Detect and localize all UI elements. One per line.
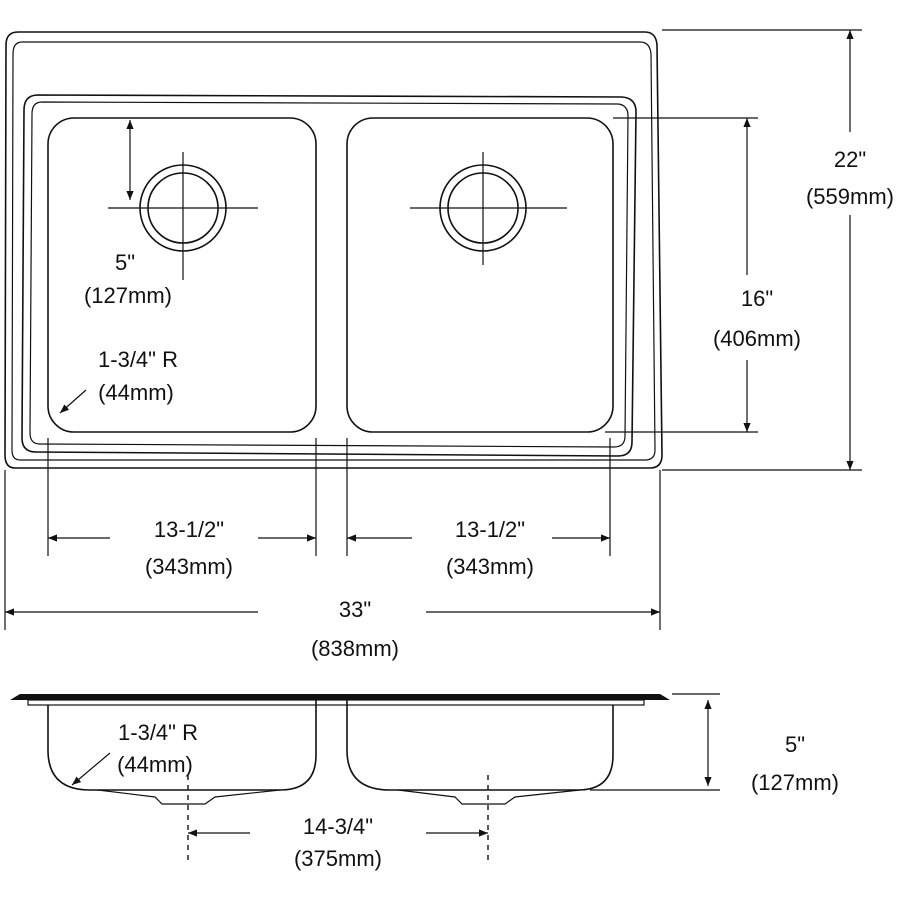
bowl-length-imperial: 16" — [741, 286, 773, 311]
drain-spacing-metric: (375mm) — [294, 846, 382, 871]
side-view: 1-3/4" R (44mm) 5" (127mm) 14-3/4" (375m… — [10, 693, 839, 871]
left-bowl-width-imperial: 13-1/2" — [154, 517, 224, 542]
drain-spacing-imperial: 14-3/4" — [303, 814, 373, 839]
bowl-depth-imperial: 5" — [785, 732, 805, 757]
side-left-bowl — [47, 700, 317, 791]
side-corner-radius-metric: (44mm) — [117, 752, 193, 777]
bowl-depth-metric: (127mm) — [751, 770, 839, 795]
right-bowl-width-imperial: 13-1/2" — [455, 517, 525, 542]
extension-lines-bowls — [4, 438, 661, 630]
corner-radius-metric: (44mm) — [98, 380, 174, 405]
drain-depth-imperial: 5" — [115, 250, 135, 275]
right-drain — [410, 152, 567, 265]
top-view: 5" (127mm) 1-3/4" R (44mm) 16" (406mm) 2… — [4, 29, 894, 661]
side-rim-lip — [27, 699, 645, 706]
overall-width-imperial: 33" — [339, 597, 371, 622]
side-corner-radius-imperial: 1-3/4" R — [118, 720, 198, 745]
corner-radius-arrow — [59, 389, 87, 414]
side-right-bowl — [346, 700, 614, 791]
left-bowl-width-metric: (343mm) — [145, 554, 233, 579]
sink-deck-inner — [29, 101, 629, 448]
overall-width-metric: (838mm) — [311, 636, 399, 661]
right-bowl — [346, 117, 614, 433]
drain-depth-metric: (127mm) — [84, 283, 172, 308]
side-corner-radius-arrow — [71, 752, 111, 786]
corner-radius-imperial: 1-3/4" R — [98, 347, 178, 372]
sink-deck — [21, 94, 637, 457]
bowl-length-metric: (406mm) — [713, 326, 801, 351]
overall-depth-imperial: 22" — [834, 147, 866, 172]
sink-outer-rim — [4, 31, 663, 469]
side-left-drain — [97, 789, 281, 805]
left-drain — [108, 152, 258, 280]
side-rim — [10, 694, 670, 700]
sink-rim-inner-edge — [11, 41, 656, 461]
left-bowl — [47, 117, 317, 433]
overall-depth-metric: (559mm) — [806, 184, 894, 209]
right-bowl-width-metric: (343mm) — [446, 554, 534, 579]
side-right-drain — [397, 789, 581, 805]
